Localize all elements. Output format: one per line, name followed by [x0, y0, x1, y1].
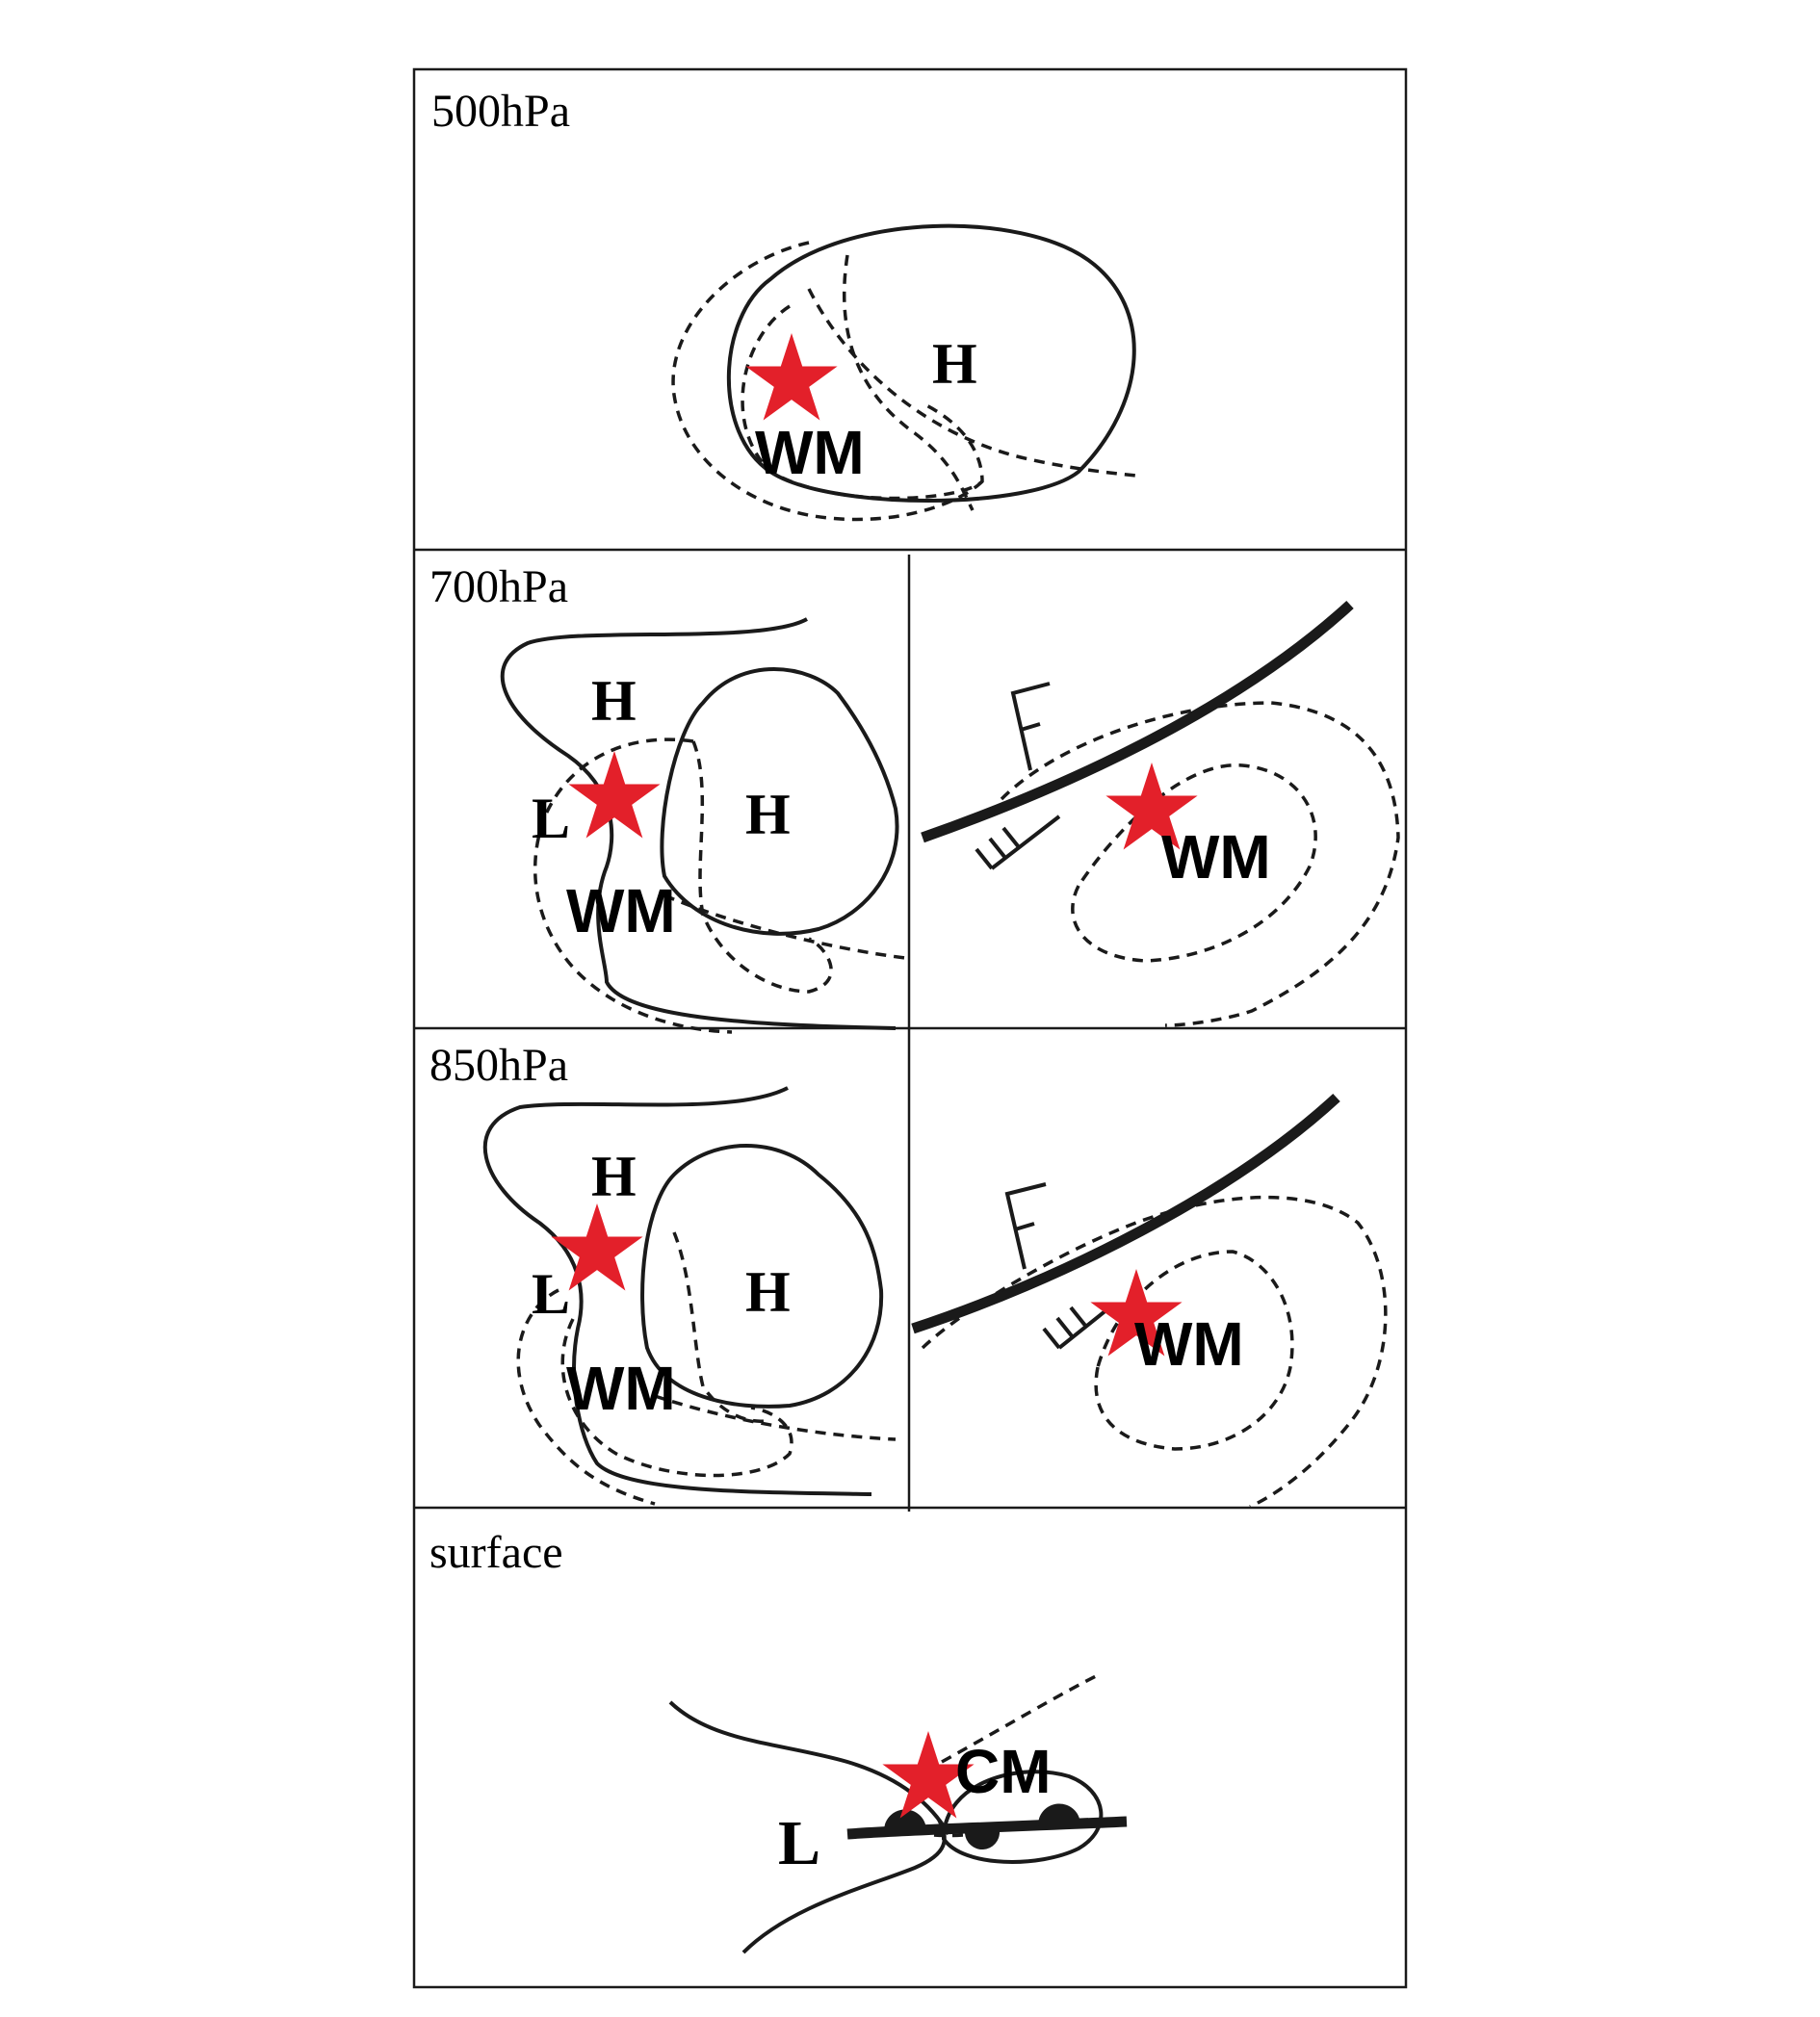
- panel-700hpa-right: WM: [921, 600, 1400, 1027]
- low-label-850: L: [532, 1262, 570, 1326]
- high-label-500: H: [932, 332, 977, 396]
- front-semicircle-1: [883, 1809, 926, 1832]
- isotherm-500-inner: [807, 288, 1137, 478]
- front-semicircle-2: [1037, 1803, 1080, 1826]
- wm-label-700-right: WM: [1161, 822, 1271, 892]
- letter-f-850: [1004, 1182, 1047, 1270]
- wm-label-500: WM: [755, 418, 865, 487]
- low-label-700: L: [532, 787, 570, 850]
- high-label-850-2: H: [745, 1260, 791, 1324]
- wm-label-850-right: WM: [1134, 1309, 1244, 1379]
- isotherm-850-left-ridge: [654, 1394, 897, 1441]
- panel-surface-level-label: surface: [429, 1527, 563, 1578]
- isotherm-700-left-ridge: [663, 893, 906, 960]
- warm-front-surface: [846, 1816, 1128, 1840]
- isotherm-700-left-outer: [533, 737, 733, 1034]
- star-icon-700-left: [568, 751, 661, 839]
- panel-850hpa-level-label: 850hPa: [429, 1040, 568, 1091]
- panel-700hpa-level-label: 700hPa: [429, 561, 568, 612]
- isotherm-850-left-outer: [516, 1288, 656, 1506]
- star-icon-500: [745, 333, 838, 421]
- isoline-850-trough: [482, 1086, 872, 1496]
- isoline-700-high: [660, 667, 899, 936]
- low-label-surface: L: [778, 1808, 820, 1878]
- panel-850hpa-right: WM: [911, 1093, 1388, 1509]
- panel-850hpa-left: 850hPa H H L WM: [429, 1040, 897, 1506]
- wind-barb-icon-700: [975, 815, 1061, 870]
- panel-500hpa-level-label: 500hPa: [431, 86, 570, 137]
- panel-500hpa: 500hPa H WM: [431, 86, 1137, 522]
- high-label-850-1: H: [591, 1145, 637, 1208]
- wm-label-850-left: WM: [566, 1354, 676, 1423]
- isotherm-850-right-outer: [921, 1195, 1388, 1509]
- cm-label-surface: CM: [955, 1737, 1052, 1806]
- isotherm-700-right-outer: [1000, 701, 1400, 1027]
- front-semicircle-3: [965, 1831, 1001, 1850]
- isotherm-surface-upper: [941, 1673, 1099, 1764]
- isoline-high-500: [726, 223, 1136, 503]
- high-label-700-2: H: [745, 783, 791, 846]
- wind-barb-icon-850: [1042, 1306, 1109, 1350]
- isotherm-500-ridge: [842, 254, 975, 511]
- isoline-850-high: [640, 1144, 884, 1409]
- front-line-850: [911, 1093, 1340, 1334]
- isobar-surface-closed: [941, 1770, 1104, 1864]
- isotherm-850-right-inner: [1094, 1250, 1294, 1451]
- panel-surface: surface L CM: [429, 1527, 1128, 1954]
- isotherm-850-left-core: [672, 1231, 771, 1423]
- isotherm-500-outer: [671, 241, 984, 522]
- isobar-surface-lower: [741, 1819, 947, 1954]
- front-line-700: [921, 600, 1354, 843]
- isotherm-700-right-inner: [1071, 763, 1317, 963]
- isobar-surface-upper: [668, 1700, 950, 1835]
- letter-f-700: [1010, 682, 1051, 771]
- isotherm-500-middle: [741, 304, 984, 501]
- wm-label-700-left: WM: [566, 876, 676, 945]
- high-label-700-1: H: [591, 669, 637, 733]
- isotherm-700-left-inner: [691, 740, 833, 994]
- panel-700hpa-left: 700hPa H H L WM: [429, 561, 906, 1034]
- isotherm-850-left-inner: [560, 1318, 793, 1478]
